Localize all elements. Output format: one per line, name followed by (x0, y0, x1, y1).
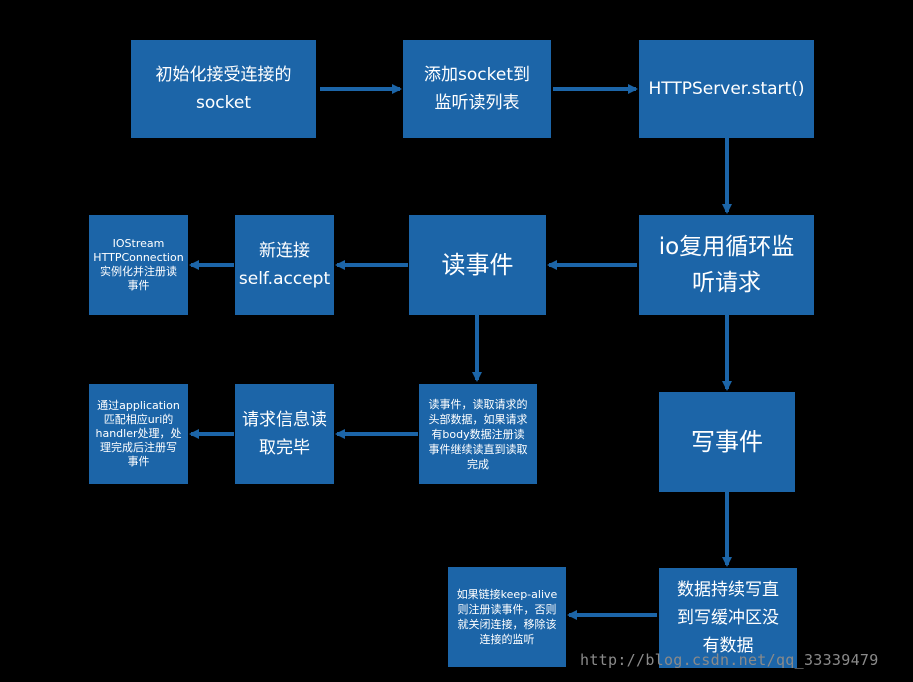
node-iostream-label: IOStream HTTPConnection 实例化并注册读 事件 (93, 237, 184, 292)
node-iostream: IOStream HTTPConnection 实例化并注册读 事件 (89, 215, 188, 315)
node-add-socket: 添加socket到 监听读列表 (403, 40, 551, 138)
node-server-start-label: HTTPServer.start() (648, 79, 805, 99)
node-io-loop: io复用循环监 听请求 (639, 215, 814, 315)
node-request-done: 请求信息读 取完毕 (235, 384, 334, 484)
node-write-event-label: 写事件 (691, 428, 763, 456)
watermark-url: http://blog.csdn.net/qq_33339479 (580, 651, 879, 669)
node-init-socket: 初始化接受连接的 socket (131, 40, 316, 138)
node-read-event: 读事件 (409, 215, 546, 315)
node-write-event: 写事件 (659, 392, 795, 492)
node-io-loop-label: io复用循环监 听请求 (658, 234, 795, 296)
node-read-detail: 读事件，读取请求的 头部数据，如果请求 有body数据注册读 事件继续读直到读取… (419, 384, 537, 484)
node-write-done-label: 数据持续写直 到写缓冲区没 有数据 (677, 580, 779, 656)
node-write-done: 数据持续写直 到写缓冲区没 有数据 (659, 568, 797, 668)
node-server-start: HTTPServer.start() (639, 40, 814, 138)
node-keepalive: 如果链接keep-alive 则注册读事件，否则 就关闭连接，移除该 连接的监听 (448, 567, 566, 667)
node-new-connection-label: 新连接 self.accept (238, 241, 331, 289)
node-read-detail-label: 读事件，读取请求的 头部数据，如果请求 有body数据注册读 事件继续读直到读取… (428, 397, 528, 471)
node-dispatch-label: 通过application 匹配相应uri的 handler处理，处 理完成后注… (95, 399, 182, 468)
node-init-socket-label: 初始化接受连接的 socket (155, 65, 292, 113)
node-keepalive-label: 如果链接keep-alive 则注册读事件，否则 就关闭连接，移除该 连接的监听 (456, 588, 558, 646)
node-request-done-label: 请求信息读 取完毕 (242, 410, 327, 458)
node-add-socket-label: 添加socket到 监听读列表 (424, 65, 530, 113)
node-read-event-label: 读事件 (441, 251, 514, 279)
node-dispatch: 通过application 匹配相应uri的 handler处理，处 理完成后注… (89, 384, 188, 484)
node-new-connection: 新连接 self.accept (235, 215, 334, 315)
